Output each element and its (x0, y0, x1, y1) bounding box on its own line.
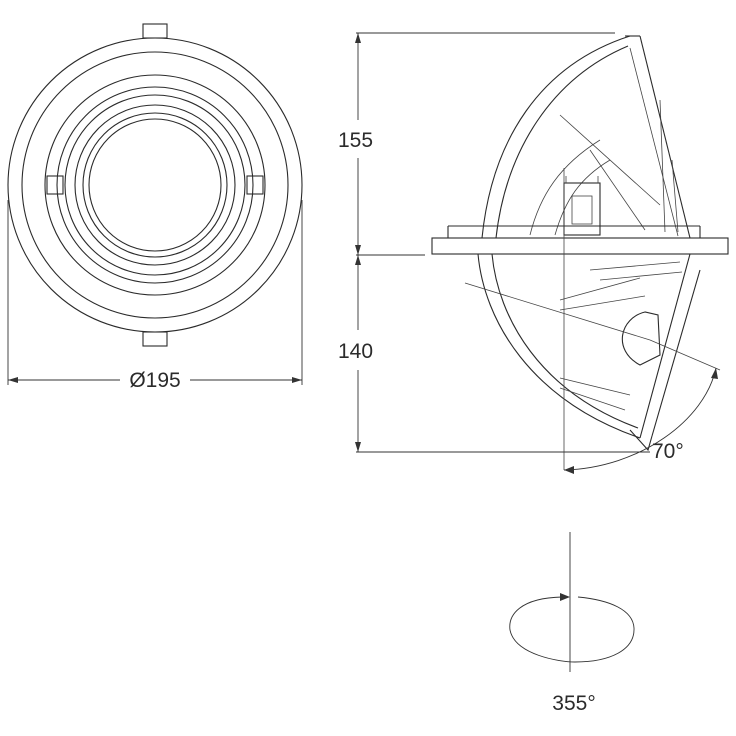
bottom-tab (142, 331, 168, 347)
right-clip (246, 175, 264, 195)
top-tab (142, 23, 168, 39)
rotation-angle-label: 355° (552, 692, 595, 715)
height-above-label: 155 (338, 129, 373, 152)
side-view (431, 35, 729, 470)
height-below-label: 140 (338, 340, 373, 363)
lens (621, 311, 661, 366)
diameter-dimension: Ø195 (7, 200, 303, 392)
flange (431, 237, 729, 255)
diameter-label: Ø195 (129, 369, 180, 392)
front-view (7, 23, 303, 347)
spring-clip (563, 182, 601, 236)
height-dimensions: 155 140 (338, 32, 650, 453)
left-clip (46, 175, 64, 195)
tilt-angle-dimension: 70° (563, 367, 718, 474)
tilt-angle-label: 70° (652, 440, 684, 463)
rotation-symbol: 355° (509, 532, 635, 715)
